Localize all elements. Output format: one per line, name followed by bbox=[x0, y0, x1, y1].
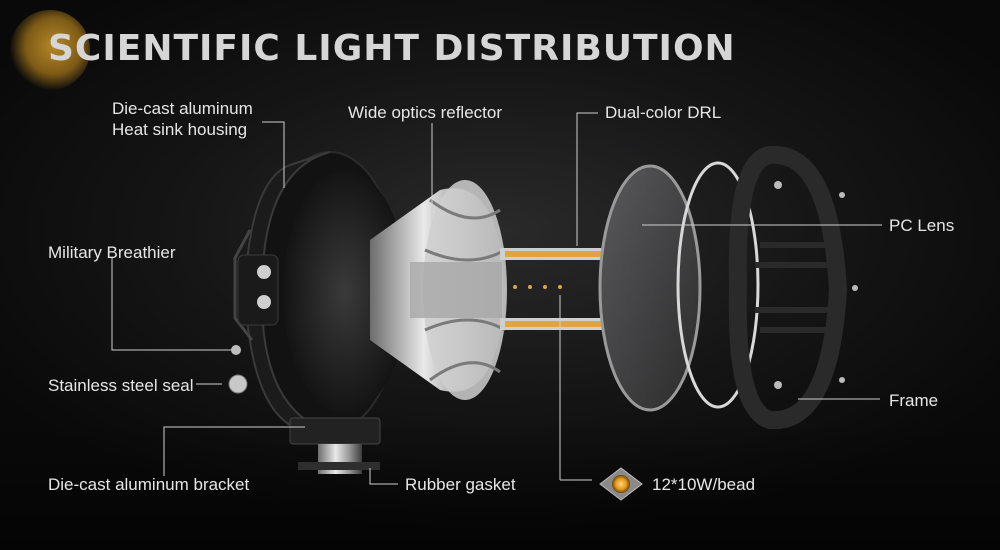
floor-shadow bbox=[0, 420, 1000, 550]
label-housing-line1: Die-cast aluminum bbox=[112, 99, 253, 118]
label-breather: Military Breathier bbox=[48, 243, 176, 262]
label-seal: Stainless steel seal bbox=[48, 376, 194, 395]
pc-lens-part bbox=[598, 164, 702, 412]
frame-part bbox=[728, 145, 858, 430]
breather-bolts bbox=[257, 265, 271, 309]
label-drl: Dual-color DRL bbox=[605, 103, 722, 122]
leader-drl bbox=[576, 112, 598, 246]
label-housing: Die-cast aluminum Heat sink housing bbox=[112, 98, 253, 140]
label-lens: PC Lens bbox=[889, 216, 955, 235]
stainless-steel-seal bbox=[228, 374, 248, 394]
label-bracket: Die-cast aluminum bracket bbox=[48, 475, 250, 494]
label-frame: Frame bbox=[889, 391, 939, 410]
military-breather-valve bbox=[231, 345, 241, 355]
leader-bracket bbox=[163, 426, 305, 476]
leader-gasket bbox=[369, 468, 398, 485]
led-bead-dots bbox=[513, 285, 562, 289]
leader-breather bbox=[111, 258, 232, 351]
rubber-gasket-part bbox=[298, 462, 380, 470]
lens-seal-ring bbox=[676, 161, 760, 409]
label-reflector: Wide optics reflector bbox=[348, 103, 502, 122]
leader-housing bbox=[262, 121, 285, 188]
led-chip-icon bbox=[599, 467, 643, 501]
page-title: SCIENTIFIC LIGHT DISTRIBUTION bbox=[48, 28, 736, 69]
leader-lines bbox=[111, 112, 882, 485]
title-accent-disc bbox=[10, 10, 90, 90]
label-housing-line2: Heat sink housing bbox=[112, 120, 248, 139]
label-gasket: Rubber gasket bbox=[405, 475, 516, 494]
wide-optics-reflector bbox=[370, 180, 507, 400]
label-bead: 12*10W/bead bbox=[652, 475, 756, 494]
